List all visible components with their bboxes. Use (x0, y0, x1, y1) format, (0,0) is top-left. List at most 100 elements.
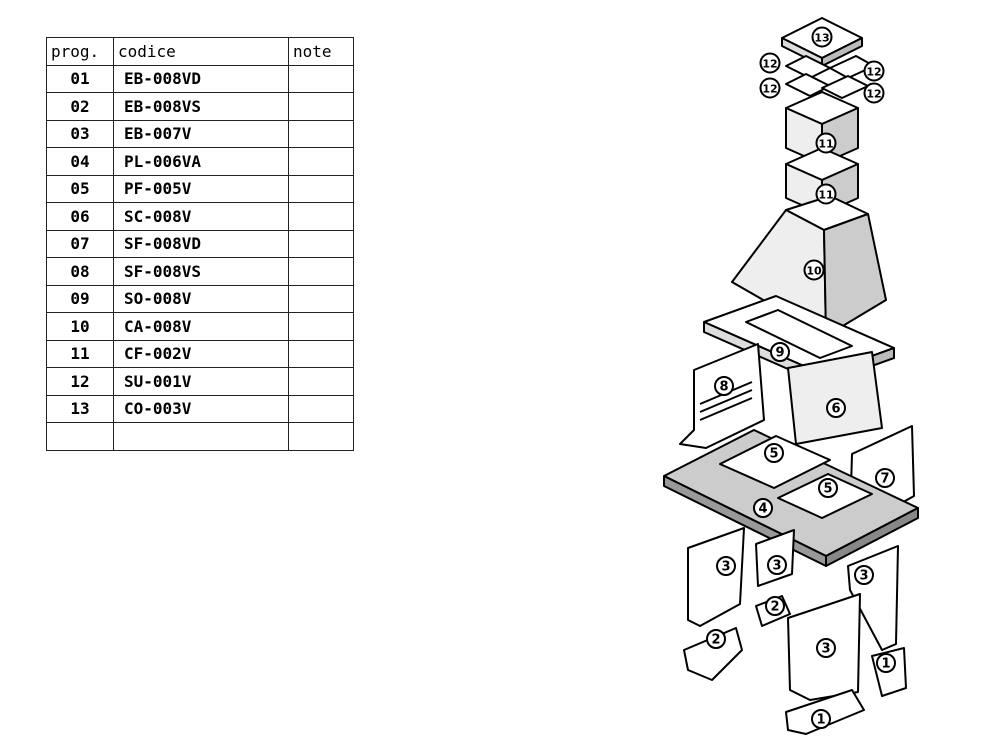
callout-circle (714, 376, 734, 396)
cell-note (288, 367, 354, 396)
callout-label: 1 (881, 657, 890, 672)
cell-prog: 04 (46, 147, 114, 176)
callout-5: 5 (764, 443, 784, 463)
cell-code: SF-008VS (113, 257, 289, 286)
callout-label: 6 (831, 402, 840, 417)
callout-label: 5 (769, 447, 778, 462)
callout-label: 2 (770, 600, 779, 615)
callout-label: 12 (762, 58, 777, 71)
table-header-row: prog. codice note (46, 37, 354, 66)
cell-note (288, 64, 354, 93)
part-12-supports (785, 55, 875, 99)
callout-circle (826, 398, 846, 418)
cell-prog: 09 (46, 284, 114, 313)
part-8-left-side (679, 343, 765, 449)
callout-label: 1 (816, 713, 825, 728)
callout-circle (716, 556, 736, 576)
callout-circle (816, 638, 836, 658)
callout-8: 8 (714, 376, 734, 396)
cell-note (288, 394, 354, 423)
callout-label: 3 (859, 569, 868, 584)
cell-prog: 03 (46, 119, 114, 148)
table-row (46, 422, 354, 451)
callout-circle (854, 565, 874, 585)
cell-prog: 10 (46, 312, 114, 341)
callout-4: 4 (753, 498, 773, 518)
cell-code: CF-002V (113, 339, 289, 368)
callout-3: 3 (816, 638, 836, 658)
part-6-back (787, 351, 883, 445)
cell-code: SF-008VD (113, 229, 289, 258)
header-prog: prog. (46, 37, 114, 66)
callout-circle (811, 26, 833, 48)
callout-1: 1 (876, 653, 896, 673)
callout-5: 5 (818, 478, 838, 498)
callout-12: 12 (863, 60, 885, 82)
callout-12: 12 (759, 52, 781, 74)
cell-note (288, 119, 354, 148)
callout-label: 2 (711, 633, 720, 648)
callout-circle (818, 478, 838, 498)
callout-circle (767, 555, 787, 575)
callout-label: 3 (721, 560, 730, 575)
cell-prog: 07 (46, 229, 114, 258)
callout-9: 9 (770, 342, 790, 362)
callout-6: 6 (826, 398, 846, 418)
callout-label: 12 (866, 88, 881, 101)
callout-label: 8 (719, 380, 728, 395)
callout-11: 11 (815, 132, 837, 154)
callout-circle (753, 498, 773, 518)
cell-prog: 06 (46, 202, 114, 231)
callout-label: 3 (821, 642, 830, 657)
cell-prog: 08 (46, 257, 114, 286)
callout-circle (706, 629, 726, 649)
callout-2: 2 (765, 596, 785, 616)
callout-7: 7 (875, 468, 895, 488)
callout-circle (875, 468, 895, 488)
cell-code: PL-006VA (113, 147, 289, 176)
cell-prog: 01 (46, 64, 114, 93)
callout-circle (770, 342, 790, 362)
cell-prog: 05 (46, 174, 114, 203)
cell-note (288, 202, 354, 231)
cell-code: CA-008V (113, 312, 289, 341)
callout-label: 9 (775, 346, 784, 361)
callout-circle (863, 82, 885, 104)
callout-label: 4 (758, 502, 767, 517)
callout-label: 11 (818, 138, 833, 151)
callout-label: 11 (818, 189, 833, 202)
callout-11: 11 (815, 183, 837, 205)
callout-13: 13 (811, 26, 833, 48)
callout-circle (759, 77, 781, 99)
callout-label: 7 (880, 472, 889, 487)
cell-note (288, 174, 354, 203)
cell-code (113, 422, 289, 451)
callout-circle (803, 259, 825, 281)
callout-3: 3 (767, 555, 787, 575)
cell-note (288, 229, 354, 258)
callout-label: 12 (866, 66, 881, 79)
cell-note (288, 147, 354, 176)
callout-circle (759, 52, 781, 74)
callout-circle (876, 653, 896, 673)
cell-note (288, 339, 354, 368)
callout-1: 1 (811, 709, 831, 729)
callout-label: 10 (806, 265, 822, 278)
part-3-legs (687, 527, 899, 701)
cell-code: SO-008V (113, 284, 289, 313)
callout-label: 3 (772, 559, 781, 574)
callout-label: 13 (814, 32, 829, 45)
